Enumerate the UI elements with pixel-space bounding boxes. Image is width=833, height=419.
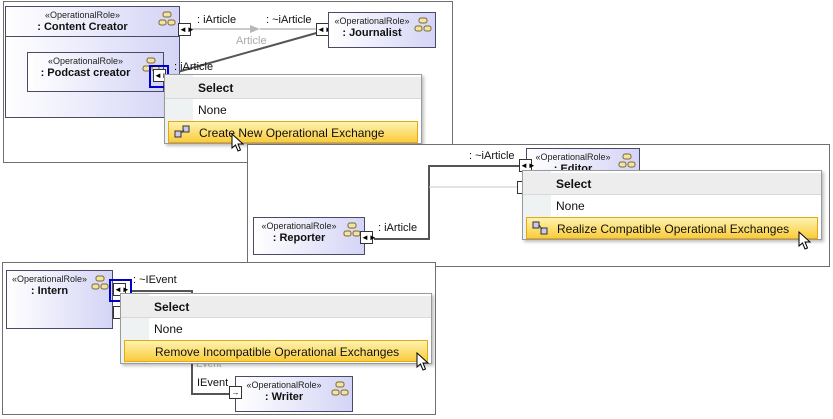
exchange-wires — [166, 25, 321, 76]
menu-item-none[interactable]: None — [154, 322, 183, 336]
journalist-role[interactable]: «OperationalRole» : Journalist — [328, 12, 436, 48]
event-exchange-label: Event — [196, 359, 222, 370]
port-arrows-icon: ◄► — [520, 161, 536, 170]
podcast-creator-role[interactable]: «OperationalRole» : Podcast creator — [27, 52, 164, 92]
menu-item-remove-exchanges[interactable]: Remove Incompatible Operational Exchange… — [124, 340, 428, 362]
writer-port[interactable]: → — [229, 386, 242, 399]
ievent-label: IEvent — [197, 377, 229, 389]
iarticle-in-label: : ~iArticle — [266, 14, 312, 26]
diagram-panel-3: «OperationalRole» : Intern ◄► «Operation… — [2, 262, 436, 415]
operational-role-icon — [618, 153, 636, 168]
port-arrows-icon: ◄► — [361, 233, 377, 242]
operational-role-icon — [331, 381, 349, 396]
menu-header: Select — [165, 77, 421, 99]
mouse-cursor-icon — [416, 352, 430, 371]
menu-item-none[interactable]: None — [198, 103, 227, 117]
port-arrows-icon: ◄► — [317, 25, 333, 34]
menu-header: Select — [523, 173, 821, 195]
menu-item-create-exchange[interactable]: Create New Operational Exchange — [168, 121, 418, 143]
content-creator-port[interactable]: ◄► — [178, 23, 195, 36]
menu-item-none[interactable]: None — [556, 199, 585, 213]
context-menu-1: Select None Create New Operational Excha… — [164, 74, 422, 144]
ievent-in-label: : ~IEvent — [133, 274, 177, 286]
article-exchange-label: Article — [236, 35, 267, 47]
port-arrows-icon: ◄► — [154, 71, 170, 80]
mouse-cursor-icon — [798, 231, 812, 250]
menu-item-realize-exchanges[interactable]: Realize Compatible Operational Exchanges — [526, 217, 818, 239]
intern-port[interactable]: ◄► — [113, 283, 130, 296]
role-divider — [6, 36, 179, 37]
exchange-icon — [532, 221, 548, 235]
diagram-panel-2: «OperationalRole» : Editor ◄► «Operation… — [247, 144, 830, 267]
diagram-panel-1: «OperationalRole» : Content Creator «Ope… — [3, 1, 453, 163]
port-arrows-icon: → — [231, 388, 240, 397]
mouse-cursor-icon — [231, 133, 245, 152]
port-arrows-icon: ◄► — [114, 285, 130, 294]
writer-role[interactable]: «OperationalRole» : Writer — [235, 376, 353, 412]
context-menu-2: Select None Realize Compatible Operation… — [522, 170, 822, 240]
operational-role-icon — [414, 17, 432, 32]
reporter-port[interactable]: ◄► — [360, 231, 377, 244]
iarticle-inner-label: : iArticle — [174, 61, 214, 73]
operational-role-icon — [158, 11, 176, 26]
exchange-wires — [374, 165, 520, 240]
exchange-icon — [174, 125, 190, 138]
operational-role-icon — [91, 275, 109, 290]
intern-role[interactable]: «OperationalRole» : Intern — [6, 270, 113, 329]
iarticle-in-label: : ~iArticle — [469, 150, 515, 162]
menu-header: Select — [121, 296, 431, 318]
operational-role-icon — [142, 57, 160, 72]
iarticle-out-label: : iArticle — [378, 222, 418, 234]
operational-role-icon — [343, 222, 361, 237]
iarticle-out-label: : iArticle — [197, 14, 237, 26]
context-menu-3: Select None Remove Incompatible Operatio… — [120, 293, 432, 364]
port-arrows-icon: ◄► — [179, 25, 195, 34]
reporter-role[interactable]: «OperationalRole» : Reporter — [253, 217, 365, 255]
